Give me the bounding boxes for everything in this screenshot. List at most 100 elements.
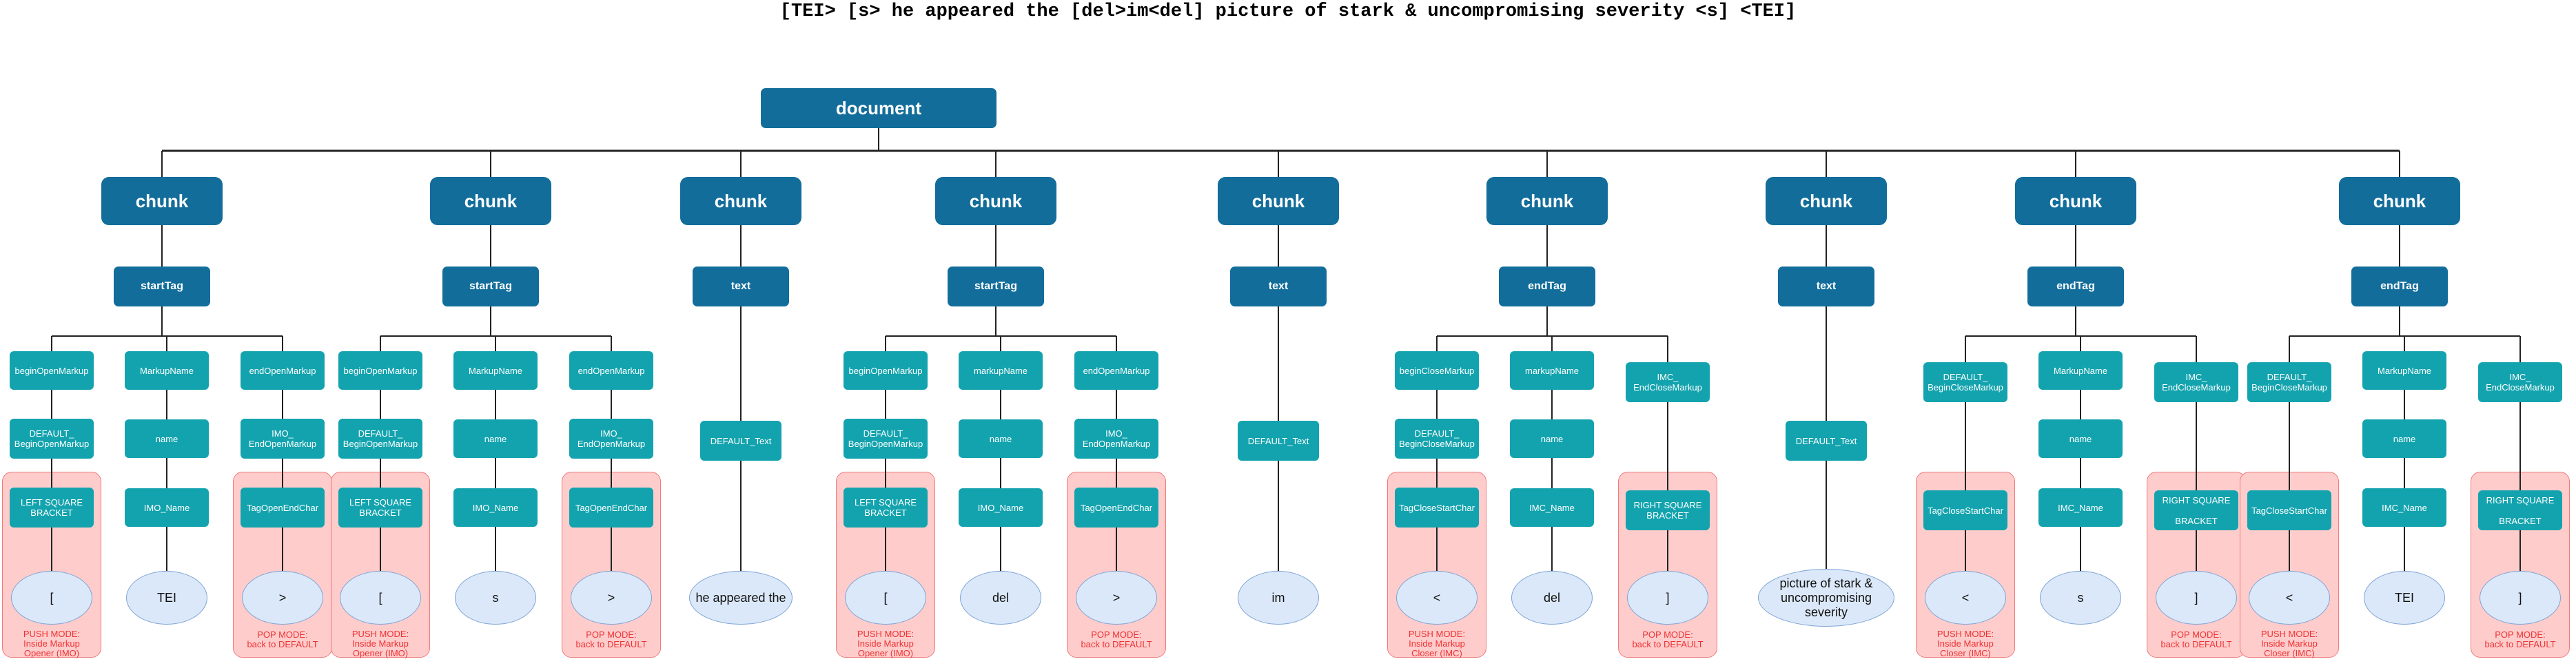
path-node: DEFAULT_ BeginCloseMarkup — [2247, 362, 2331, 402]
path-node: RIGHT SQUARE BRACKET — [1626, 490, 1710, 530]
path-node: beginCloseMarkup — [1395, 351, 1479, 390]
mode-note: PUSH MODE: Inside Markup Opener (IMO) — [23, 629, 81, 658]
endTag-node: endTag — [2351, 267, 2448, 306]
chunk-node: chunk — [935, 177, 1056, 225]
path-node: TagCloseStartChar — [1923, 490, 2007, 530]
path-node: TagOpenEndChar — [1074, 488, 1158, 528]
chunk-node: chunk — [430, 177, 551, 225]
path-node: MarkupName — [453, 351, 538, 390]
mode-note: PUSH MODE: Inside Markup Opener (IMO) — [351, 629, 409, 658]
path-node: IMO_ EndOpenMarkup — [241, 419, 325, 459]
text-node: text — [1778, 267, 1874, 306]
leaf-token: < — [1396, 571, 1478, 625]
path-node: name — [1510, 419, 1594, 458]
path-node: name — [453, 419, 538, 458]
chunk-node: chunk — [101, 177, 223, 225]
mode-note: POP MODE: back to DEFAULT — [2484, 629, 2556, 649]
path-node: beginOpenMarkup — [10, 351, 94, 390]
path-node: RIGHT SQUARE BRACKET — [2154, 490, 2238, 530]
leaf-token: ] — [2156, 571, 2237, 625]
path-node: MarkupName — [2362, 351, 2446, 390]
chunk-node: chunk — [1766, 177, 1887, 225]
path-node: DEFAULT_ BeginCloseMarkup — [1923, 362, 2007, 402]
chunk-node: chunk — [2339, 177, 2460, 225]
path-node: IMO_Name — [453, 488, 538, 527]
leaf-token: < — [2249, 571, 2330, 625]
leaf-token: s — [455, 571, 536, 625]
path-node: endOpenMarkup — [241, 351, 325, 390]
path-node: MarkupName — [2038, 351, 2123, 390]
path-node: beginOpenMarkup — [844, 351, 928, 390]
path-node: IMC_ EndCloseMarkup — [1626, 362, 1710, 402]
path-node: LEFT SQUARE BRACKET — [10, 488, 94, 528]
mode-note: PUSH MODE: Inside Markup Opener (IMO) — [857, 629, 914, 658]
mode-note: POP MODE: back to DEFAULT — [575, 629, 647, 649]
path-node: IMC_Name — [1510, 488, 1594, 527]
leaf-token: TEI — [126, 571, 207, 625]
path-node: LEFT SQUARE BRACKET — [338, 488, 422, 528]
mode-note: PUSH MODE: Inside Markup Closer (IMC) — [1936, 629, 1994, 658]
leaf-token: < — [1925, 571, 2006, 625]
path-node: RIGHT SQUARE BRACKET — [2478, 490, 2562, 530]
path-node: name — [959, 419, 1043, 458]
path-node: TagCloseStartChar — [1395, 488, 1479, 528]
path-node: IMC_Name — [2362, 488, 2446, 527]
path-node: endOpenMarkup — [1074, 351, 1158, 390]
mode-note: POP MODE: back to DEFAULT — [2160, 629, 2232, 649]
path-node: markupName — [1510, 351, 1594, 390]
path-node: IMC_ EndCloseMarkup — [2154, 362, 2238, 402]
path-node: TagOpenEndChar — [569, 488, 653, 528]
path-node: TagOpenEndChar — [241, 488, 325, 528]
leaf-token: > — [242, 571, 323, 625]
chunk-node: chunk — [680, 177, 801, 225]
path-node: DEFAULT_ BeginOpenMarkup — [844, 419, 928, 459]
path-node: LEFT SQUARE BRACKET — [844, 488, 928, 528]
chunk-node: chunk — [1218, 177, 1339, 225]
text-leaf: im — [1238, 571, 1319, 625]
leaf-token: [ — [845, 571, 926, 625]
path-node: name — [125, 419, 209, 458]
text-node: text — [1230, 267, 1327, 306]
path-node: beginOpenMarkup — [338, 351, 422, 390]
leaf-token: ] — [1627, 571, 1708, 625]
chunk-node: chunk — [1486, 177, 1608, 225]
mode-note: POP MODE: back to DEFAULT — [1632, 629, 1704, 649]
diagram-title: [TEI> [s> he appeared the [del>im<del] p… — [779, 1, 1797, 22]
text-leaf: picture of stark & uncompromising severi… — [1758, 569, 1894, 627]
path-node: IMO_Name — [125, 488, 209, 527]
leaf-token: > — [571, 571, 652, 625]
path-node: name — [2038, 419, 2123, 458]
path-node: IMO_Name — [959, 488, 1043, 527]
default-text-token: DEFAULT_Text — [1238, 421, 1319, 461]
endTag-node: endTag — [2027, 267, 2124, 306]
startTag-node: startTag — [442, 267, 539, 306]
path-node: name — [2362, 419, 2446, 458]
path-node: endOpenMarkup — [569, 351, 653, 390]
path-node: TagCloseStartChar — [2247, 490, 2331, 530]
leaf-token: s — [2040, 571, 2121, 625]
chunk-node: chunk — [2015, 177, 2136, 225]
endTag-node: endTag — [1499, 267, 1595, 306]
default-text-token: DEFAULT_Text — [700, 421, 781, 461]
leaf-token: [ — [340, 571, 421, 625]
mode-note: PUSH MODE: Inside Markup Closer (IMC) — [2260, 629, 2318, 658]
startTag-node: startTag — [114, 267, 210, 306]
path-node: markupName — [959, 351, 1043, 390]
path-node: DEFAULT_ BeginCloseMarkup — [1395, 419, 1479, 459]
startTag-node: startTag — [948, 267, 1044, 306]
path-node: DEFAULT_ BeginOpenMarkup — [10, 419, 94, 459]
path-node: DEFAULT_ BeginOpenMarkup — [338, 419, 422, 459]
leaf-token: [ — [11, 571, 92, 625]
path-node: MarkupName — [125, 351, 209, 390]
leaf-token: ] — [2480, 571, 2561, 625]
mode-note: POP MODE: back to DEFAULT — [1081, 629, 1152, 649]
path-node: IMC_ EndCloseMarkup — [2478, 362, 2562, 402]
mode-note: POP MODE: back to DEFAULT — [247, 629, 318, 649]
text-node: text — [693, 267, 789, 306]
path-node: IMC_Name — [2038, 488, 2123, 527]
leaf-token: del — [1511, 571, 1593, 625]
document-node: document — [761, 88, 996, 128]
mode-note: PUSH MODE: Inside Markup Closer (IMC) — [1408, 629, 1466, 658]
text-leaf: he appeared the — [689, 571, 793, 625]
